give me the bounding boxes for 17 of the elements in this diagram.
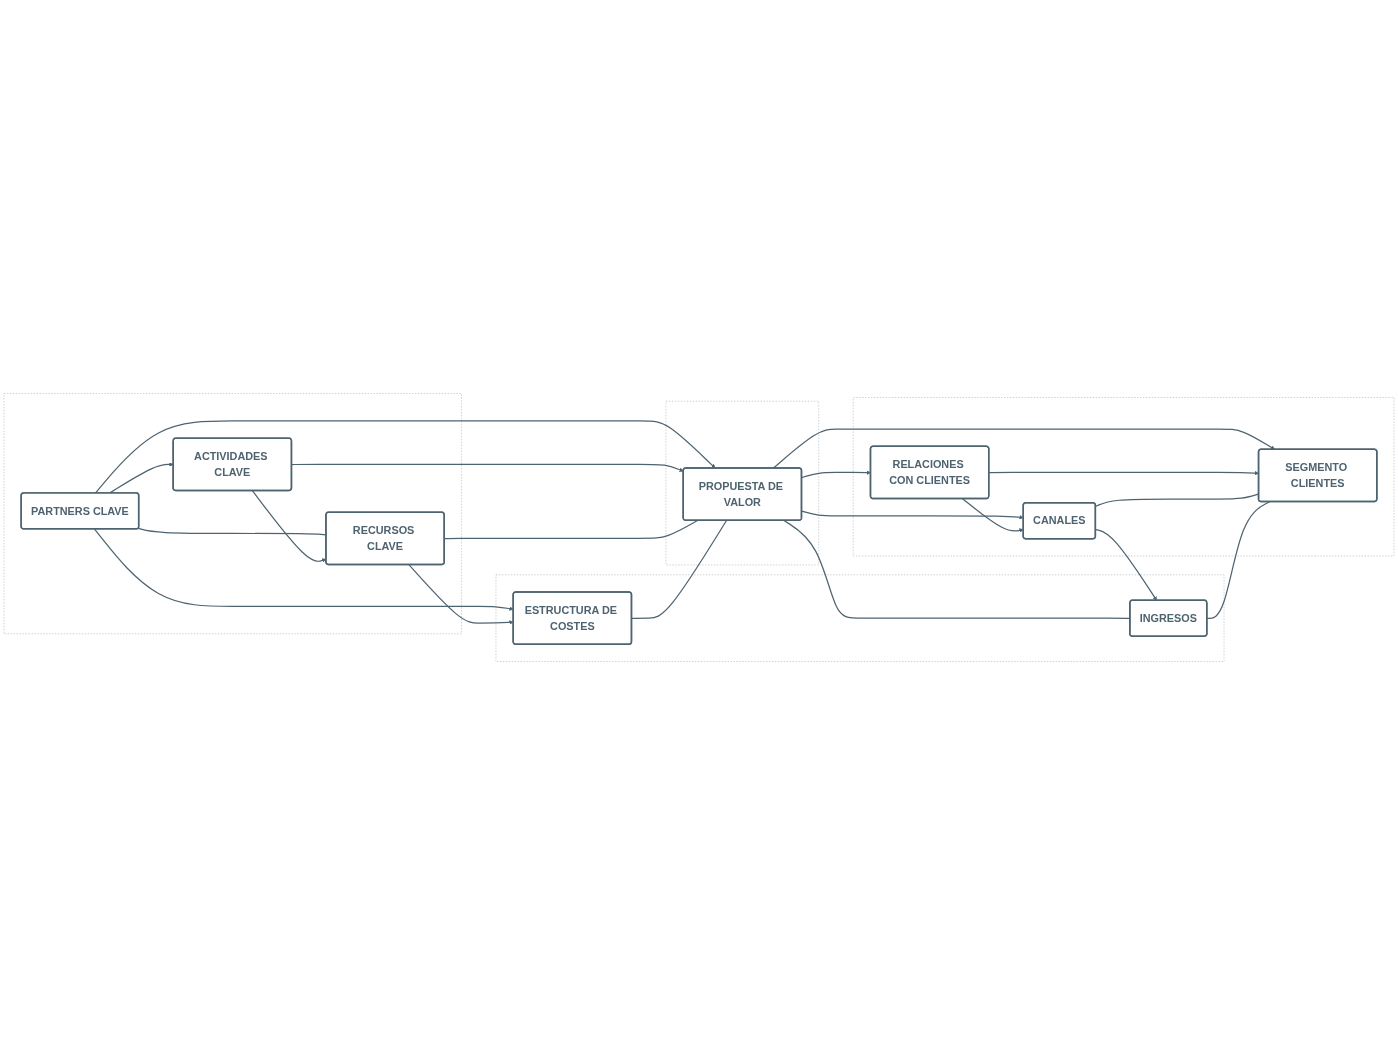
connector (631, 519, 728, 620)
arrow (291, 463, 684, 472)
arrow (988, 470, 1259, 476)
arrow (94, 420, 716, 494)
cluster (495, 574, 1225, 662)
arrow (801, 470, 871, 479)
arrow (801, 510, 1024, 520)
arrow (961, 498, 1024, 533)
cluster (3, 393, 462, 635)
arrow (1095, 528, 1157, 601)
connector (1206, 501, 1271, 620)
cluster (665, 400, 819, 566)
arrow (772, 428, 1276, 469)
cluster (853, 397, 1395, 557)
arrow (108, 462, 174, 494)
arrow (93, 528, 514, 611)
arrow (408, 564, 514, 625)
